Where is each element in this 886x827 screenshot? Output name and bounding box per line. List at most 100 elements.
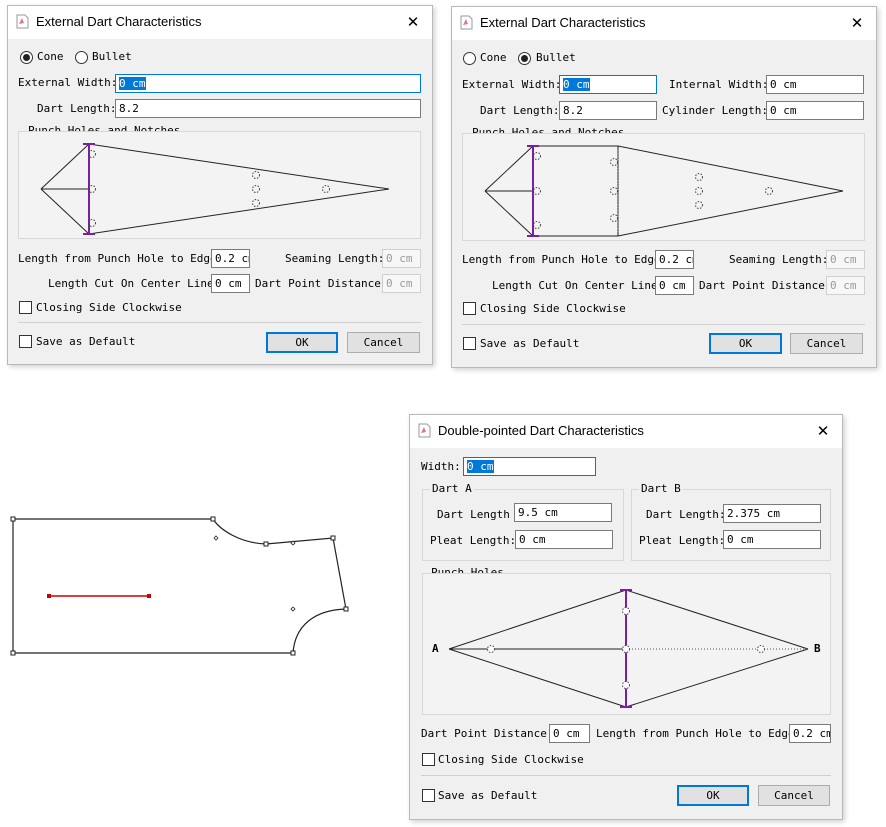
closing-side-checkbox[interactable] <box>463 302 476 315</box>
title-bar[interactable]: Double-pointed Dart Characteristics ✕ <box>410 415 842 448</box>
divider <box>462 324 865 325</box>
pattern-app-icon <box>16 14 29 29</box>
cancel-button[interactable]: Cancel <box>758 785 830 806</box>
cylinder-length-label: Cylinder Length: <box>662 104 768 117</box>
point-marker <box>330 535 336 541</box>
punch-hole <box>533 152 541 160</box>
dart-b-pleat-label: Pleat Length: <box>639 534 726 547</box>
cone-dart-diagram <box>40 143 390 235</box>
internal-width-field[interactable]: 0 cm <box>766 75 864 94</box>
external-width-label: External Width: <box>18 76 118 89</box>
dart-endpoint <box>47 594 51 598</box>
dart-a-length-field[interactable]: 9.5 cm <box>514 503 612 522</box>
cancel-button[interactable]: Cancel <box>790 333 863 354</box>
dart-point-distance-field[interactable]: 0 cm <box>826 276 865 295</box>
closing-side-checkbox[interactable] <box>422 753 435 766</box>
punch-hole <box>252 185 260 193</box>
bullet-dart-diagram <box>484 145 844 237</box>
bullet-radio[interactable] <box>75 51 88 64</box>
dart-leg <box>448 648 627 708</box>
punch-hole <box>487 645 495 653</box>
dart-a-pleat-field[interactable]: 0 cm <box>515 530 613 549</box>
dart-b-length-label: Dart Length: <box>646 508 726 521</box>
punch-hole <box>695 201 703 209</box>
punch-edge-field[interactable]: 0.2 cm <box>655 250 694 269</box>
cut-center-field[interactable]: 0 cm <box>211 274 250 293</box>
ok-button[interactable]: OK <box>266 332 338 353</box>
cylinder-length-field[interactable]: 0 cm <box>766 101 864 120</box>
dart-leg-bottom <box>617 190 844 237</box>
dart-length-field[interactable]: 8.2 <box>115 99 421 118</box>
cone-side-bottom <box>484 190 534 237</box>
dart-b-pleat-field[interactable]: 0 cm <box>723 530 821 549</box>
punch-hole <box>622 607 630 615</box>
title-bar[interactable]: External Dart Characteristics ✕ <box>8 6 432 39</box>
close-icon[interactable]: ✕ <box>850 14 864 32</box>
double-dart-diagram <box>448 589 809 708</box>
dart-leg <box>448 589 627 650</box>
dart-a-pleat-label: Pleat Length: <box>430 534 517 547</box>
dialog-title: External Dart Characteristics <box>480 15 646 30</box>
dart-point-distance-label: Dart Point Distance: <box>699 279 832 292</box>
punch-hole <box>610 187 618 195</box>
save-default-checkbox[interactable] <box>422 789 435 802</box>
width-label: Width: <box>421 460 461 473</box>
dart-b-length-field[interactable]: 2.375 cm <box>723 504 821 523</box>
width-value: 0 cm <box>467 460 494 473</box>
bullet-radio[interactable] <box>518 52 531 65</box>
cut-center-label: Length Cut On Center Line: <box>492 279 665 292</box>
dart-point-distance-field[interactable]: 0 cm <box>382 274 421 293</box>
cone-radio[interactable] <box>20 51 33 64</box>
dialog-title: External Dart Characteristics <box>36 14 202 29</box>
punch-hole <box>88 185 96 193</box>
cone-radio[interactable] <box>463 52 476 65</box>
external-width-field[interactable]: 0 cm <box>559 75 657 94</box>
save-default-checkbox[interactable] <box>19 335 32 348</box>
punch-hole <box>765 187 773 195</box>
dart-b-group <box>631 489 831 561</box>
save-default-label: Save as Default <box>438 789 538 802</box>
dart-point-distance-field[interactable]: 0 cm <box>549 724 590 743</box>
dart-point-distance-label: Dart Point Distance: <box>421 727 554 740</box>
cancel-button[interactable]: Cancel <box>347 332 420 353</box>
point-marker <box>343 606 349 612</box>
punch-edge-field[interactable]: 0.2 cm <box>789 724 831 743</box>
external-width-value: 0 cm <box>563 78 590 91</box>
width-field[interactable]: 0 cm <box>463 457 596 476</box>
closing-side-checkbox[interactable] <box>19 301 32 314</box>
dart-leg-top <box>617 145 844 192</box>
punch-hole <box>695 173 703 181</box>
seaming-length-field[interactable]: 0 cm <box>826 250 865 269</box>
punch-hole <box>622 645 630 653</box>
pattern-canvas[interactable] <box>0 400 400 680</box>
save-default-checkbox[interactable] <box>463 337 476 350</box>
dart-length-field[interactable]: 8.2 <box>559 101 657 120</box>
close-icon[interactable]: ✕ <box>406 13 420 31</box>
ok-button[interactable]: OK <box>709 333 782 354</box>
cone-side-bottom <box>40 188 90 235</box>
pattern-app-icon <box>418 423 431 438</box>
punch-hole <box>322 185 330 193</box>
close-icon[interactable]: ✕ <box>816 422 830 440</box>
punch-hole <box>252 171 260 179</box>
ok-button[interactable]: OK <box>677 785 749 806</box>
point-marker <box>10 650 16 656</box>
title-bar[interactable]: External Dart Characteristics ✕ <box>452 7 876 40</box>
cone-label: Cone <box>37 50 64 63</box>
dart-length-label: Dart Length: <box>480 104 560 117</box>
punch-hole <box>533 221 541 229</box>
point-a-label: A <box>432 642 439 655</box>
punch-hole <box>610 158 618 166</box>
punch-hole <box>88 150 96 158</box>
cut-center-field[interactable]: 0 cm <box>655 276 694 295</box>
dart-leg-top <box>88 143 390 190</box>
point-b-label: B <box>814 642 821 655</box>
punch-hole <box>252 199 260 207</box>
punch-edge-field[interactable]: 0.2 cm <box>211 249 250 268</box>
cone-side-top <box>484 145 534 192</box>
dart-leg <box>625 589 809 650</box>
external-width-field[interactable]: 0 cm <box>115 74 421 93</box>
seaming-length-field[interactable]: 0 cm <box>382 249 421 268</box>
notch-marker <box>290 606 296 612</box>
punch-hole <box>695 187 703 195</box>
